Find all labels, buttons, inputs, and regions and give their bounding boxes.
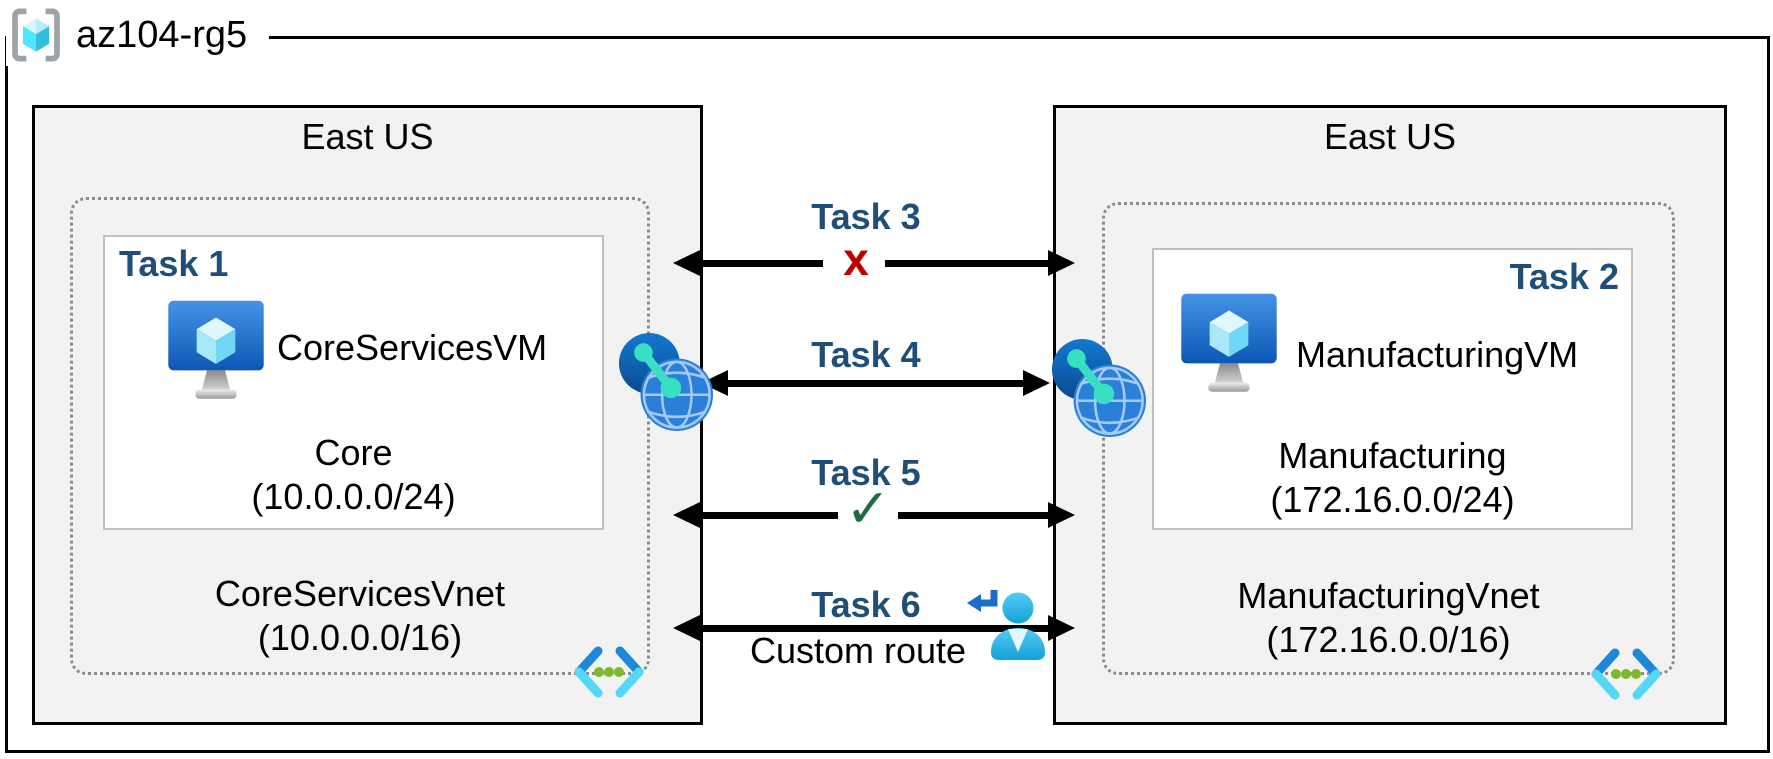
allowed-check-marker: ✓: [845, 477, 891, 540]
vnet-name: CoreServicesVnet: [214, 573, 506, 614]
task-2-label: Task 2: [1509, 256, 1619, 297]
custom-route-label: Custom route: [749, 630, 967, 671]
vm-name-label: CoreServicesVM: [277, 327, 548, 368]
subnet-cidr: (10.0.0.0/24): [251, 476, 456, 517]
vnet-name-block: ManufacturingVnet (172.16.0.0/16): [1105, 574, 1672, 662]
vnet-manufacturingvnet: Task 2 ManufacturingVM Manufacturing (17…: [1102, 202, 1675, 675]
connection-task-6-arrow: [673, 615, 1075, 642]
vm-name-label: ManufacturingVM: [1296, 334, 1579, 375]
network-interface-icon: [618, 333, 714, 431]
vm-icon: [1181, 293, 1277, 392]
subnet-manufacturing: Task 2 ManufacturingVM Manufacturing (17…: [1152, 248, 1633, 530]
connection-task-5-arrow: [673, 502, 1075, 529]
arrowhead-right-icon: [1048, 250, 1075, 276]
arrow-shaft: [695, 512, 838, 519]
subnet-cidr: (172.16.0.0/24): [1270, 479, 1515, 520]
connection-task-4-label: Task 4: [811, 334, 921, 375]
arrow-shaft: [723, 380, 1028, 387]
virtual-network-icon: [574, 646, 644, 698]
network-interface-icon: [1051, 339, 1147, 437]
task-1-label: Task 1: [119, 243, 229, 284]
arrowhead-right-icon: [1048, 615, 1075, 641]
arrow-shaft: [695, 260, 823, 267]
connection-task-3-arrow: [673, 250, 1075, 277]
connection-task-3-label: Task 3: [811, 196, 921, 237]
region-east-us-right: East US Task 2 ManufacturingVM Manufactu…: [1053, 105, 1727, 725]
virtual-network-icon: [1591, 648, 1661, 700]
arrowhead-right-icon: [1048, 502, 1075, 528]
vnet-name-block: CoreServicesVnet (10.0.0.0/16): [73, 572, 647, 660]
subnet-name: Manufacturing: [1278, 435, 1507, 476]
arrow-shaft: [898, 512, 1053, 519]
vnet-cidr: (172.16.0.0/16): [1266, 619, 1511, 660]
vnet-cidr: (10.0.0.0/16): [257, 617, 463, 658]
subnet-core: Task 1 CoreServicesVM Core (10.0.0.0/24): [103, 235, 604, 530]
region-title: East US: [301, 116, 434, 157]
vnet-coreservicesvnet: Task 1 CoreServicesVM Core (10.0.0.0/24)…: [70, 197, 650, 675]
vnet-name: ManufacturingVnet: [1237, 575, 1540, 616]
resource-group-icon: [12, 8, 60, 62]
arrowhead-right-icon: [1023, 370, 1050, 396]
arrow-shaft: [885, 260, 1053, 267]
subnet-name-block: Core (10.0.0.0/24): [105, 431, 602, 519]
blocked-x-marker: x: [843, 233, 869, 285]
resource-group-border: [5, 36, 1770, 753]
connection-task-5-label: Task 5: [811, 452, 921, 493]
region-title: East US: [1323, 116, 1457, 157]
region-east-us-left: East US Task 1 CoreServicesVM Core (10.0…: [32, 105, 703, 725]
vm-icon: [168, 300, 264, 399]
resource-group-label: az104-rg5: [76, 13, 248, 56]
user-with-return-arrow-icon: [967, 590, 1045, 660]
connection-task-4-arrow: [701, 370, 1050, 397]
subnet-name-block: Manufacturing (172.16.0.0/24): [1154, 434, 1631, 522]
resource-group-header: az104-rg5: [6, 4, 270, 66]
subnet-name: Core: [314, 432, 393, 473]
arrow-shaft: [695, 625, 1053, 632]
connection-task-6-label: Task 6: [811, 584, 921, 625]
